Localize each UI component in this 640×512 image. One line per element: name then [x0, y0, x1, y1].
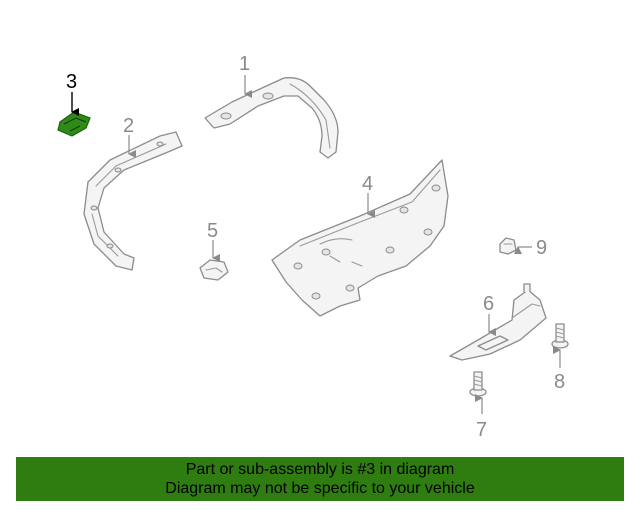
callout-1: 1 [239, 53, 250, 75]
callout-3: 3 [66, 71, 77, 93]
callout-6: 6 [483, 293, 494, 315]
part-4-lining-panel[interactable] [271, 159, 449, 317]
part-1-bracket[interactable] [204, 77, 339, 159]
callout-7: 7 [476, 419, 487, 441]
part-9-bumper[interactable] [499, 237, 517, 255]
parts-diagram: 1 2 3 4 5 6 7 8 9 [57, 53, 569, 441]
callout-5: 5 [207, 220, 218, 242]
part-info-banner: Part or sub-assembly is #3 in diagram Di… [16, 457, 624, 501]
callout-2: 2 [123, 115, 134, 137]
banner-line-2: Diagram may not be specific to your vehi… [165, 480, 475, 497]
callout-9: 9 [536, 237, 547, 259]
callout-4: 4 [362, 173, 373, 195]
part-3-clip[interactable] [57, 111, 91, 137]
part-8-bolt[interactable] [551, 323, 569, 349]
part-2-trim-strip[interactable] [83, 131, 183, 271]
part-7-bolt[interactable] [469, 371, 487, 397]
callout-8: 8 [554, 371, 565, 393]
banner-line-1: Part or sub-assembly is #3 in diagram [185, 461, 455, 478]
part-6-striker-plate[interactable] [449, 283, 547, 361]
part-5-fastener[interactable] [199, 259, 229, 281]
